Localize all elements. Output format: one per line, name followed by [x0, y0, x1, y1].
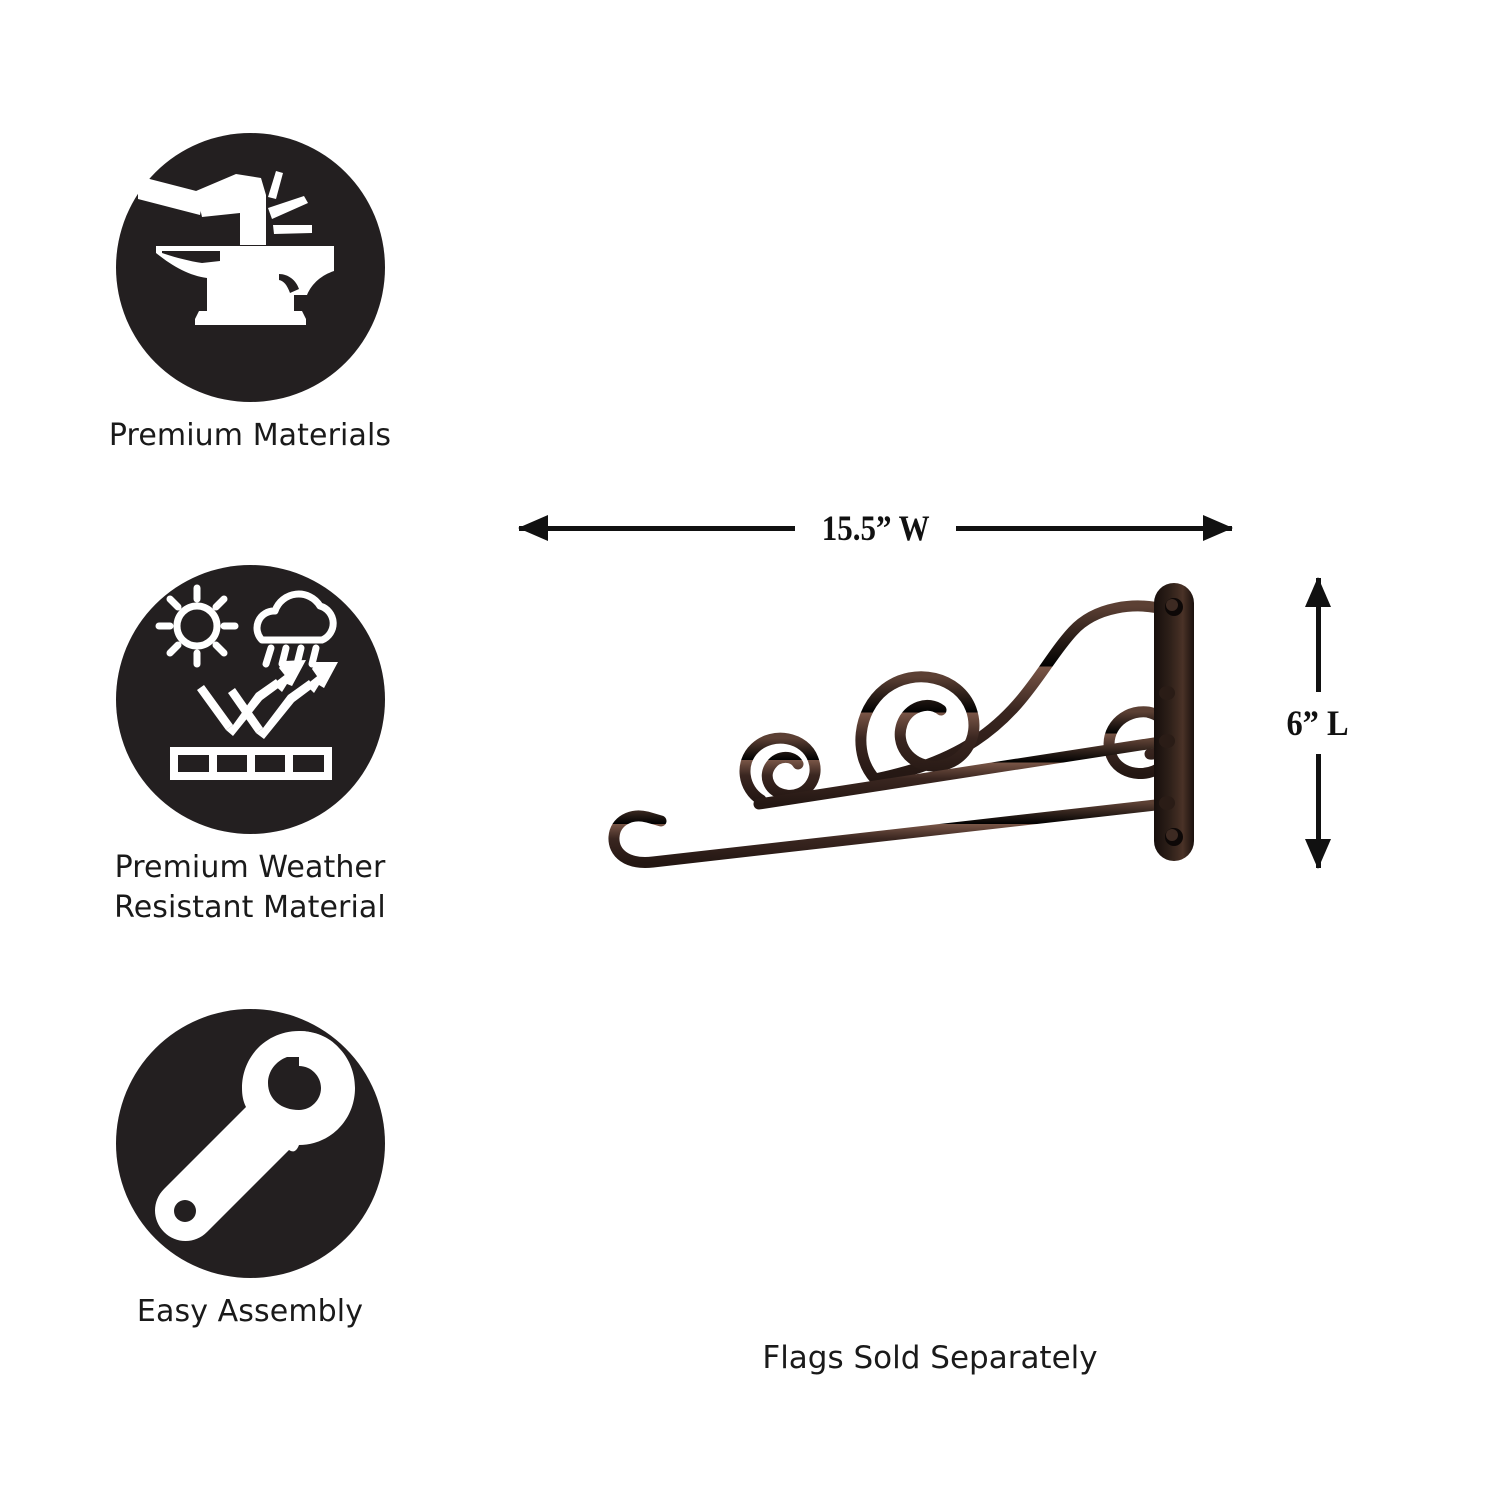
arrow-left-icon: [518, 515, 548, 541]
wrench-icon: [115, 1009, 385, 1278]
feature-premium-materials: Premium Materials: [0, 133, 500, 456]
sun-cloud-rain-deflection-icon: [115, 565, 385, 834]
feature-label-line: Premium Weather: [114, 850, 386, 885]
dimension-width-rule-right: [956, 515, 1234, 541]
arrow-down-icon: [1305, 839, 1331, 869]
feature-label-line: Resistant Material: [114, 890, 386, 925]
feature-easy-assembly: Easy Assembly: [0, 1009, 500, 1332]
feature-weather-resistant: Premium Weather Resistant Material: [0, 565, 500, 928]
dimension-height-label: 6” L: [1286, 703, 1350, 743]
product-image-scroll-wall-bracket: [575, 565, 1235, 910]
feature-label: Premium Weather Resistant Material: [0, 848, 500, 928]
dimension-height: 6” L: [1258, 577, 1378, 869]
anvil-hammer-icon: [115, 133, 385, 402]
dimension-height-rule-top: [1305, 577, 1331, 692]
arrow-right-icon: [1203, 515, 1234, 541]
dimension-height-rule-bottom: [1305, 754, 1331, 869]
feature-label-line: Easy Assembly: [136, 1294, 364, 1329]
dimension-width-label: 15.5” W: [821, 508, 930, 548]
feature-label: Premium Materials: [0, 416, 500, 456]
feature-label: Easy Assembly: [0, 1292, 500, 1332]
dimension-width-rule-left: [518, 515, 795, 541]
wall-mount-plate: [1154, 583, 1194, 861]
feature-label-line: Premium Materials: [108, 418, 392, 453]
footnote-flags-sold-separately: Flags Sold Separately: [762, 1340, 1098, 1376]
dimension-width: 15.5” W: [518, 500, 1234, 556]
arrow-up-icon: [1305, 577, 1331, 607]
